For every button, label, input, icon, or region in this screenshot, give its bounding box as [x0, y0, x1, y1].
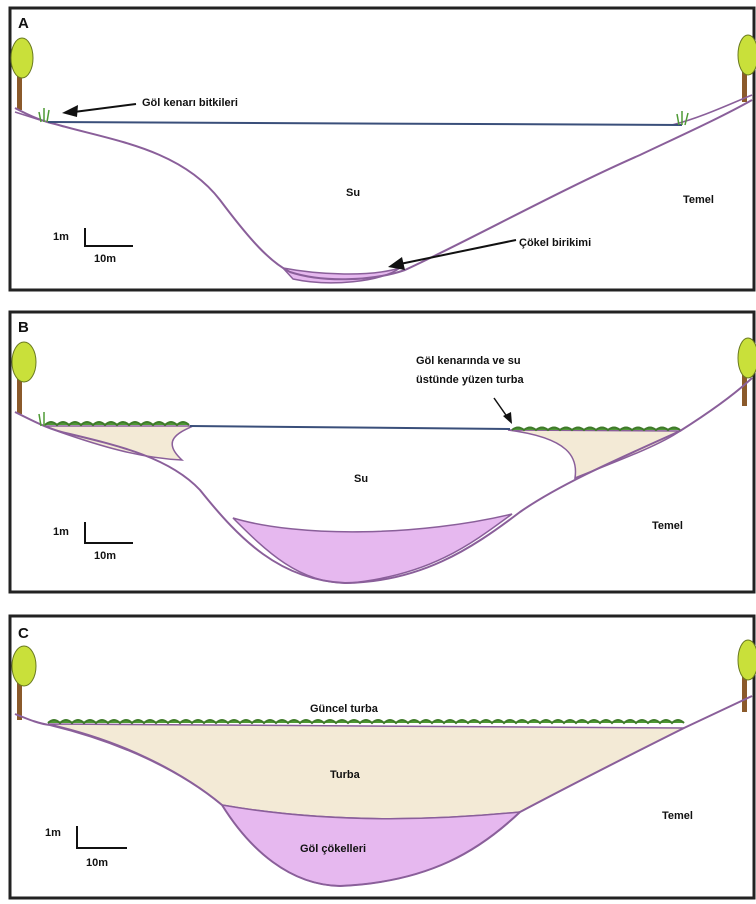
- scale-horizontal-label: 10m: [86, 857, 108, 869]
- scale-horizontal-label: 10m: [94, 253, 116, 265]
- panel-a-frame: [10, 8, 754, 290]
- panel-c-diagram: C Güncel turba Turba Göl çökelleri Temel…: [0, 600, 756, 904]
- scale-vertical-label: 1m: [53, 526, 69, 538]
- panel-a-diagram: A Göl kenarı: [0, 0, 756, 300]
- panel-a: A Göl kenarı: [0, 0, 756, 300]
- scale-horizontal-label: 10m: [94, 550, 116, 562]
- label-bedrock: Temel: [652, 520, 683, 532]
- label-floating-peat-line1: Göl kenarında ve su: [416, 355, 521, 367]
- label-water: Su: [354, 473, 368, 485]
- label-bedrock: Temel: [683, 194, 714, 206]
- panel-b-diagram: B Göl kenarında ve su üstünde yüzen tur: [0, 300, 756, 600]
- panel-c: C Güncel turba Turba Göl çökelleri Temel…: [0, 600, 756, 904]
- label-lake-sediments: Göl çökelleri: [300, 843, 366, 855]
- panel-a-letter: A: [18, 15, 29, 32]
- label-bedrock: Temel: [662, 810, 693, 822]
- panel-b-letter: B: [18, 319, 29, 336]
- label-water: Su: [346, 187, 360, 199]
- panel-b: B Göl kenarında ve su üstünde yüzen tur: [0, 300, 756, 600]
- label-floating-peat-line2: üstünde yüzen turba: [416, 374, 524, 386]
- panel-c-letter: C: [18, 625, 29, 642]
- scale-vertical-label: 1m: [53, 231, 69, 243]
- label-recent-peat: Güncel turba: [310, 703, 379, 715]
- label-vegetation: Göl kenarı bitkileri: [142, 97, 238, 109]
- label-sediment: Çökel birikimi: [519, 237, 591, 249]
- scale-vertical-label: 1m: [45, 827, 61, 839]
- label-peat: Turba: [330, 769, 361, 781]
